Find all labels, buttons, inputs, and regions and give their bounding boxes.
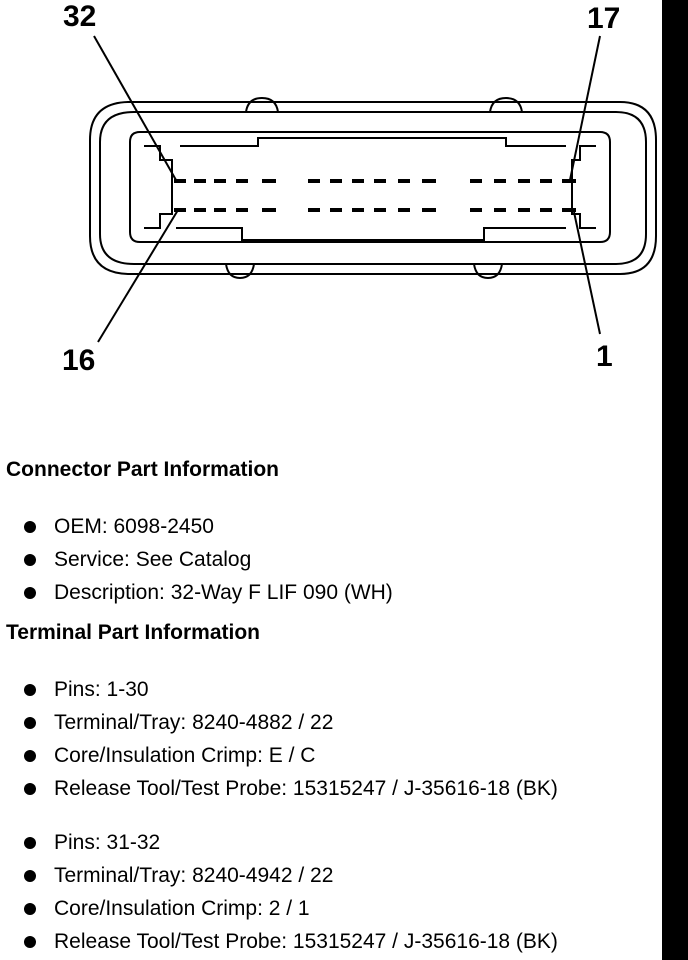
- bullet-icon: [24, 716, 36, 729]
- bullet-icon: [24, 869, 36, 882]
- bullet-icon: [24, 836, 36, 849]
- connector-info-title: Connector Part Information: [6, 458, 280, 481]
- pin-label-17: 17: [587, 2, 621, 35]
- connector-diagram: [89, 35, 657, 343]
- pin-label-16: 16: [62, 344, 96, 377]
- list-item: Core/Insulation Crimp: E / C: [24, 739, 558, 772]
- leader-line-17: [569, 35, 601, 181]
- connector-face: [129, 131, 611, 243]
- connector-housing-inner: [99, 111, 647, 265]
- right-edge-bar: [662, 0, 688, 960]
- list-item-text: Terminal/Tray: 8240-4882 / 22: [54, 711, 334, 734]
- latch-bottom-right: [473, 263, 503, 280]
- latch-top-right: [489, 96, 523, 113]
- list-item-text: Core/Insulation Crimp: E / C: [54, 744, 316, 767]
- terminal-info-title: Terminal Part Information: [6, 621, 260, 644]
- list-item-text: Service: See Catalog: [54, 548, 252, 571]
- pin-label-32: 32: [63, 0, 97, 33]
- list-item: Core/Insulation Crimp: 2 / 1: [24, 892, 558, 925]
- bullet-icon: [24, 935, 36, 948]
- leader-line-1: [573, 211, 601, 335]
- list-item-text: Pins: 31-32: [54, 831, 161, 854]
- top-ridge: [180, 137, 566, 147]
- pin-label-1: 1: [596, 340, 613, 373]
- keyway-right: [571, 145, 596, 229]
- bullet-icon: [24, 586, 36, 599]
- leader-line-16: [97, 209, 179, 343]
- leader-line-32: [93, 35, 177, 181]
- list-item: Pins: 31-32: [24, 826, 558, 859]
- list-item-text: Core/Insulation Crimp: 2 / 1: [54, 897, 310, 920]
- bottom-rail: [176, 227, 566, 241]
- list-item: Release Tool/Test Probe: 15315247 / J-35…: [24, 925, 558, 958]
- bullet-icon: [24, 782, 36, 795]
- list-item: Release Tool/Test Probe: 15315247 / J-35…: [24, 772, 558, 805]
- list-item: OEM: 6098-2450: [24, 510, 393, 543]
- list-item-text: Description: 32-Way F LIF 090 (WH): [54, 581, 393, 604]
- list-item-text: Pins: 1-30: [54, 678, 149, 701]
- bullet-icon: [24, 553, 36, 566]
- list-item: Pins: 1-30: [24, 673, 558, 706]
- bullet-icon: [24, 683, 36, 696]
- connector-info-list: OEM: 6098-2450 Service: See Catalog Desc…: [24, 510, 393, 609]
- list-item: Terminal/Tray: 8240-4882 / 22: [24, 706, 558, 739]
- latch-top-left: [245, 96, 279, 113]
- list-item-text: Release Tool/Test Probe: 15315247 / J-35…: [54, 777, 558, 800]
- bullet-icon: [24, 902, 36, 915]
- terminal-info-group-1: Pins: 1-30 Terminal/Tray: 8240-4882 / 22…: [24, 673, 558, 805]
- list-item: Description: 32-Way F LIF 090 (WH): [24, 576, 393, 609]
- list-item: Service: See Catalog: [24, 543, 393, 576]
- list-item-text: Terminal/Tray: 8240-4942 / 22: [54, 864, 334, 887]
- list-item-text: Release Tool/Test Probe: 15315247 / J-35…: [54, 930, 558, 953]
- bullet-icon: [24, 520, 36, 533]
- list-item: Terminal/Tray: 8240-4942 / 22: [24, 859, 558, 892]
- terminal-info-group-2: Pins: 31-32 Terminal/Tray: 8240-4942 / 2…: [24, 826, 558, 958]
- latch-bottom-left: [225, 263, 255, 280]
- keyway-left: [144, 145, 173, 229]
- list-item-text: OEM: 6098-2450: [54, 515, 214, 538]
- connector-housing-outer: [89, 101, 657, 275]
- bullet-icon: [24, 749, 36, 762]
